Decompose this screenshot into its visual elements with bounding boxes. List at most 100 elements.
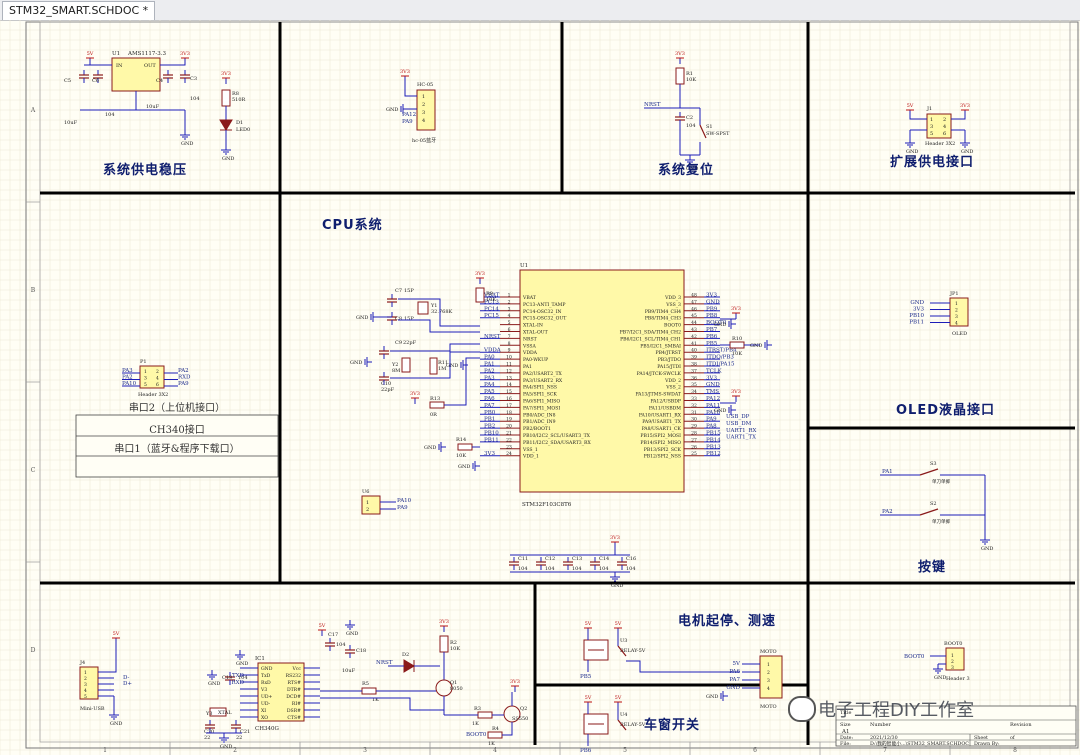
osc-wire [398,319,480,333]
j1-pin-num: 2 [943,117,946,123]
key-ref: S2 [930,501,937,507]
mcu-pin-name: PA1 [523,364,532,370]
hc05-pin-num: 3 [422,110,425,116]
title-block-sheet: Sheet [974,735,988,741]
crystal-y3-value: XTAL [218,710,232,716]
mcu-pin-name: PB8/TIM4_CH3 [645,316,681,322]
hc05-wire [404,82,417,97]
section-title-keys: 按键 [918,560,947,575]
mcu-pin-num: 40 [691,348,697,354]
mcu-net-left: PC13 [484,299,499,305]
connector-moto [759,655,783,699]
key-ref: S3 [930,461,937,467]
diode-d2-ref: D2 [402,652,409,658]
p1-net-right: RXD [178,375,191,381]
oled-net: PB10 [909,313,924,319]
section-title-power: 系统供电稳压 [103,163,188,178]
ch340-cap-gnd-text: GND [346,631,358,637]
u6-net: PA9 [397,505,408,511]
mcu-pin-name: VBAT [522,295,537,301]
p1-net-left: PA3 [122,368,133,374]
osc-vbat-3v3-text: 3V3 [475,271,485,277]
zone-row-label: A [30,107,36,114]
regulator-pin-in: IN [116,63,123,69]
cap-c9-value: 22pF [403,340,417,346]
decoupling-3v3-text: 3V3 [610,535,620,541]
moto-pin-num: 4 [767,686,770,692]
mcu-pin-num: 21 [506,431,512,437]
key-switch [919,468,939,476]
oled-pin-num: 3 [955,314,958,320]
mcu-net-left: VBAT [483,293,500,299]
mcu-net-right: PA10 [706,410,721,416]
header-p1 [139,365,165,389]
osc-wire [390,343,480,352]
boot-circuit-wire [502,722,513,736]
mcu-pin-name: PB14/SPI2_MISO [640,440,681,446]
mcu-pin-num: 29 [691,424,697,430]
section-title-motor: 电机起停、测速 [678,614,777,629]
gnd-label: GND [386,107,398,113]
mcu-pin-name: PB10/I2C2_SCL/USART3_TX [523,433,591,439]
section-title-oled: OLED液晶接口 [896,403,996,418]
ch340-pin-left: XO [261,715,268,721]
boot-hdr-name: Header 3 [946,676,970,682]
mcu-pin-name: BOOT0 [664,323,681,329]
cap-c8-ref: C8 [395,316,402,322]
mcu-net-left: PA7 [484,403,495,409]
cap-c3-ref: C3 [190,76,197,82]
mcu-pin-num: 13 [506,375,512,381]
mcu-net-right: TCLK [706,368,723,374]
mcu-pin-num: 23 [506,444,512,450]
switch-s1-value: SW-SPST [706,131,730,137]
relay-u3-value: RELAY-5V [620,648,646,654]
mcu-usb-label: UART1_TX [726,435,756,441]
connector-oled-name: OLED [952,331,967,337]
resistor-r10 [729,341,745,349]
ch340-pin-left: XI [261,708,266,714]
mcu-pin-num: 10 [506,355,512,361]
mcu-net-right: GND [706,382,720,388]
mcu-pin-num: 39 [691,355,697,361]
p1-net-left: PA2 [122,375,133,381]
relay-u3-5v-text: 5V [585,621,592,627]
mcu-pin-name: PB13/SPI2_SCK [644,447,682,453]
ch340-pin-left: UD+ [261,694,273,700]
mcu-pin-name: PA6/SPI1_MISO [523,399,560,405]
led-d1 [219,119,233,131]
tab-stm32-smart-schdoc[interactable]: STM32_SMART.SCHDOC * [2,1,156,20]
j1-pin-num: 3 [930,124,933,130]
boot-hdr-net: BOOT0 [904,654,925,660]
ch340-interface-label: CH340接口 [149,425,205,436]
cap-c2-ref: C2 [686,115,693,121]
wechat-icon [788,696,816,722]
zone-row-label: C [31,467,36,474]
resistor-r13 [429,401,445,409]
key-type: 单刀单掷 [932,518,950,525]
crystal-y2 [401,357,411,373]
mcu-pin-name: PA4/SPI1_NSS [523,385,557,391]
mcu-pin-num: 38 [691,362,697,368]
mcu-pin-num: 18 [506,410,512,416]
usb-net-dm: D- [123,675,130,681]
mcu-pin-num: 33 [691,396,697,402]
hc05-pin-num: 2 [422,102,425,108]
tab-title: STM32_SMART.SCHDOC * [9,4,149,17]
ch340-pin-right: Vcc [292,666,302,672]
mcu-net-left: PA0 [484,355,495,361]
zone-column-label: 8 [1013,747,1017,754]
mcu-pin-num: 25 [691,451,697,457]
j1-wire [951,116,966,120]
mcu-pin-num: 8 [508,341,511,347]
mcu-pin-name: PC13-ANTI_TAMP [523,302,565,308]
relay-u3-contact-5v-text: 5V [615,621,622,627]
resistor-r2-value: 10K [450,646,460,652]
cap-c5-value: 10uF [64,120,78,126]
mcu-net-left: PA4 [484,382,495,388]
resistor-r5-value: 1K [372,697,379,703]
decoupling-cap-value: 104 [545,566,555,572]
title-block-file-value: D:\我的智能小...\STM32_SMART.SCHDOC [870,740,969,747]
cap-c6-value: 104 [105,112,115,118]
